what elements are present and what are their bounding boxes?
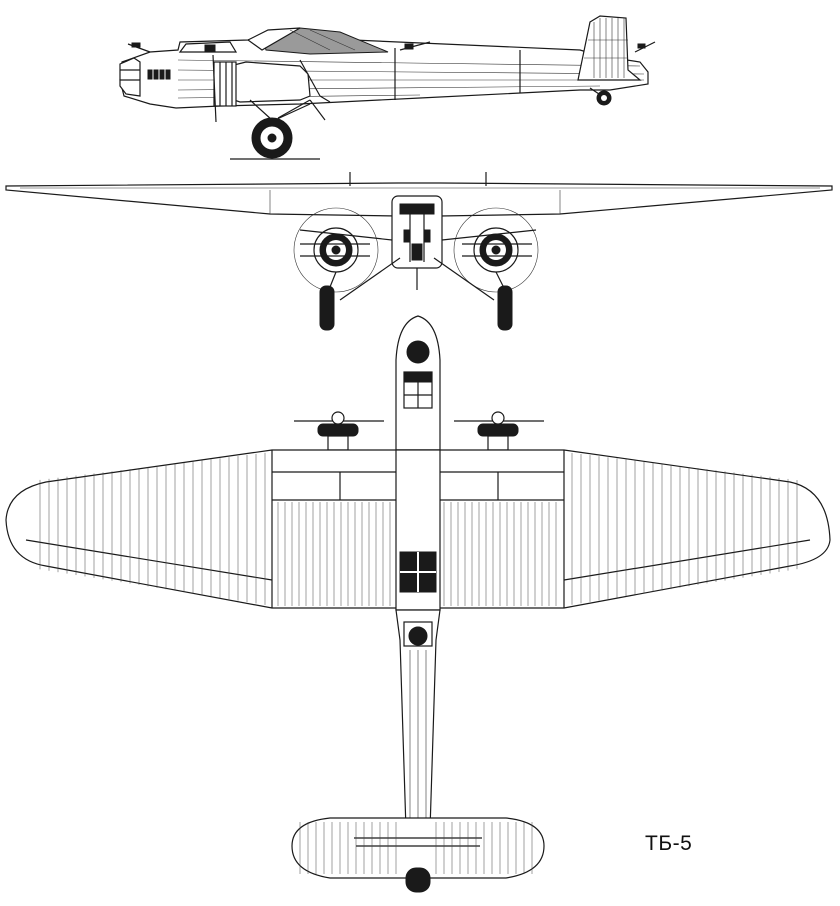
side-fin-ribs [584, 18, 628, 78]
wing-rib-lines [39, 452, 798, 874]
front-engine-right [453, 207, 539, 293]
side-view [119, 15, 656, 160]
side-cockpit-window [204, 44, 216, 52]
front-view [5, 172, 833, 331]
front-landing-gear [299, 229, 537, 331]
side-gun-nose [127, 42, 151, 53]
top-tailplane [291, 817, 545, 879]
top-nose-turret [406, 340, 430, 364]
side-nose-turret [119, 57, 141, 97]
side-propeller [212, 54, 217, 123]
top-engine-left [294, 411, 384, 451]
side-tail-fin [577, 15, 642, 81]
side-gun-dorsal [399, 41, 656, 53]
top-dorsal-turret [408, 626, 428, 646]
aircraft-designation-label: ТБ-5 [645, 832, 693, 855]
top-engine-right [454, 411, 544, 451]
side-engine-cowling [213, 61, 237, 107]
side-struts [249, 59, 331, 121]
front-engine-left [293, 207, 379, 293]
side-nose-windows [147, 69, 171, 80]
top-view [5, 315, 831, 893]
